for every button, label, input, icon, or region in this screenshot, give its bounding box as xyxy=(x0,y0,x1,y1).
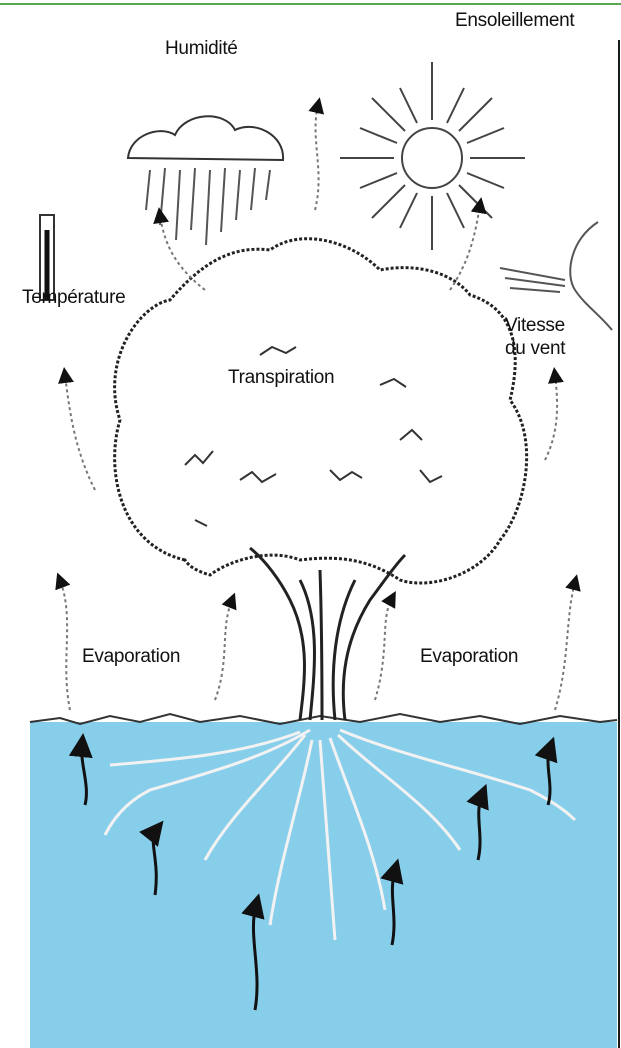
wind-speed-label-line1: Vitesse xyxy=(505,315,565,337)
sun-icon xyxy=(340,62,525,250)
temperature-label: Température xyxy=(22,287,125,309)
wind-speed-label-line2: du vent xyxy=(505,338,565,360)
evaporation-label-right: Evaporation xyxy=(420,646,518,668)
wind-icon xyxy=(500,222,612,330)
humidity-label: Humidité xyxy=(165,38,238,60)
evaporation-label-left: Evaporation xyxy=(82,646,180,668)
rain-cloud-icon xyxy=(128,116,283,245)
sunshine-label: Ensoleillement xyxy=(455,10,574,32)
tree-trunk xyxy=(250,548,405,720)
tree-canopy xyxy=(115,239,527,583)
transpiration-label: Transpiration xyxy=(228,367,334,389)
